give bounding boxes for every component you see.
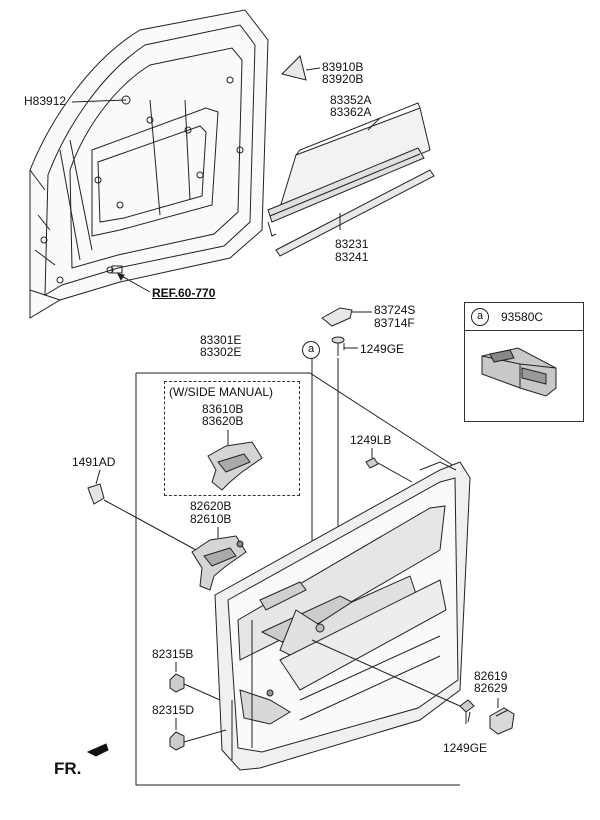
label-1249ge-bottom: 1249GE	[443, 741, 488, 755]
clip-82315d-drawing	[169, 718, 227, 751]
clip-82315b-drawing	[169, 662, 221, 701]
clip-1491ad-drawing	[87, 469, 197, 551]
callout-a-marker: a	[302, 341, 320, 359]
inside-handle-drawing	[191, 527, 247, 591]
label-93580c: 93580C	[501, 310, 544, 324]
label-83301e: 83301E	[200, 333, 242, 347]
door-frame-drawing	[29, 9, 269, 319]
label-83352a: 83352A	[330, 93, 372, 107]
label-h83912: H83912	[24, 94, 67, 108]
label-83910b: 83910B	[322, 60, 364, 74]
label-83241: 83241	[335, 250, 369, 264]
cap-82619-drawing	[489, 698, 515, 735]
sunshade-drawing	[267, 102, 435, 257]
reference-link[interactable]: REF.60-770	[152, 286, 216, 300]
label-side-manual: (W/SIDE MANUAL)	[169, 385, 274, 399]
side-manual-box	[164, 381, 300, 496]
label-82610b: 82610B	[190, 512, 232, 526]
screw-1249lb-drawing	[365, 448, 413, 483]
label-82315b: 82315B	[152, 647, 194, 661]
label-83724s: 83724S	[374, 303, 416, 317]
callout-a-marker-detail: a	[471, 308, 489, 326]
trim-piece-drawing	[321, 307, 353, 327]
corner-trim-drawing	[281, 55, 321, 81]
label-83302e: 83302E	[200, 345, 242, 359]
label-83714f: 83714F	[374, 316, 415, 330]
label-83231: 83231	[335, 237, 369, 251]
label-1491ad: 1491AD	[72, 455, 116, 469]
fr-arrow	[86, 743, 109, 757]
label-83920b: 83920B	[322, 72, 364, 86]
label-1249lb: 1249LB	[350, 433, 392, 447]
detail-callout-header: a 93580C	[465, 303, 583, 331]
label-83620b: 83620B	[202, 414, 244, 428]
window-switch-drawing	[481, 347, 557, 397]
label-82619: 82619	[474, 669, 508, 683]
screw-bottom-drawing	[311, 639, 475, 724]
front-direction-label: FR.	[54, 759, 82, 778]
detail-callout-box: a 93580C	[464, 302, 584, 422]
label-82620b: 82620B	[190, 499, 232, 513]
label-82315d: 82315D	[152, 703, 195, 717]
label-82629: 82629	[474, 681, 508, 695]
manual-handle-drawing	[207, 430, 263, 491]
screw-top-drawing	[331, 336, 358, 356]
label-83362a: 83362A	[330, 105, 372, 119]
label-1249ge-top: 1249GE	[360, 342, 405, 356]
door-trim-panel-drawing	[214, 461, 471, 771]
label-83610b: 83610B	[202, 402, 244, 416]
exploded-frame-lines	[135, 372, 461, 786]
